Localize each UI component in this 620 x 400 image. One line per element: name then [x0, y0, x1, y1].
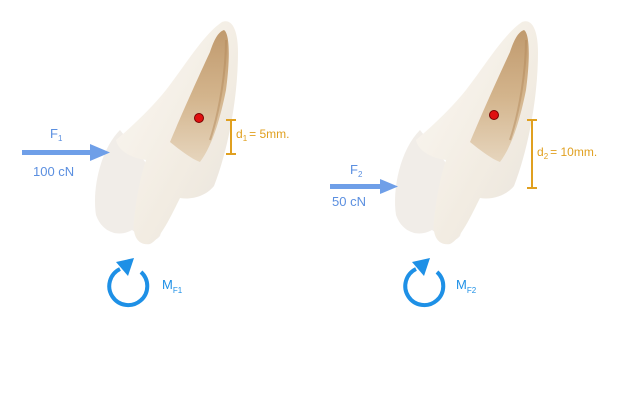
moment-subscript-left: F1 [173, 286, 183, 295]
left-panel: F1 100 cN d1= 5mm. MF1 [22, 21, 289, 308]
tooth-image-right [395, 21, 538, 245]
force-subscript-right: 2 [358, 170, 363, 179]
distance-bracket-right [527, 119, 537, 189]
force-arrow-right [330, 179, 398, 194]
force-arrow-left [22, 144, 110, 161]
moment-label-right: MF2 [456, 277, 477, 295]
force-symbol-right: F [350, 162, 358, 177]
distance-label-right: d2= 10mm. [537, 145, 597, 161]
distance-text-left: = 5mm. [249, 127, 289, 141]
distance-symbol-right: d [537, 145, 544, 159]
moment-icon-left [107, 258, 150, 308]
distance-subscript-right: 2 [544, 152, 549, 161]
force-value-right: 50 cN [332, 194, 366, 209]
distance-symbol-left: d [236, 127, 243, 141]
force-value-left: 100 cN [33, 164, 74, 179]
distance-label-left: d1= 5mm. [236, 127, 289, 143]
force-label-left: F1 [50, 126, 63, 143]
force-subscript-left: 1 [58, 134, 63, 143]
distance-text-right: = 10mm. [550, 145, 597, 159]
tooth-image-left [95, 21, 238, 245]
distance-subscript-left: 1 [243, 134, 248, 143]
force-label-right: F2 [350, 162, 363, 179]
center-point-right [489, 110, 499, 120]
center-point-left [194, 113, 204, 123]
moment-icon-right [403, 258, 446, 308]
right-panel: F2 50 cN d2= 10mm. MF2 [330, 21, 597, 308]
moment-symbol-left: M [162, 277, 173, 292]
force-symbol-left: F [50, 126, 58, 141]
moment-label-left: MF1 [162, 277, 183, 295]
distance-bracket-left [226, 119, 236, 155]
moment-subscript-right: F2 [467, 286, 477, 295]
moment-symbol-right: M [456, 277, 467, 292]
